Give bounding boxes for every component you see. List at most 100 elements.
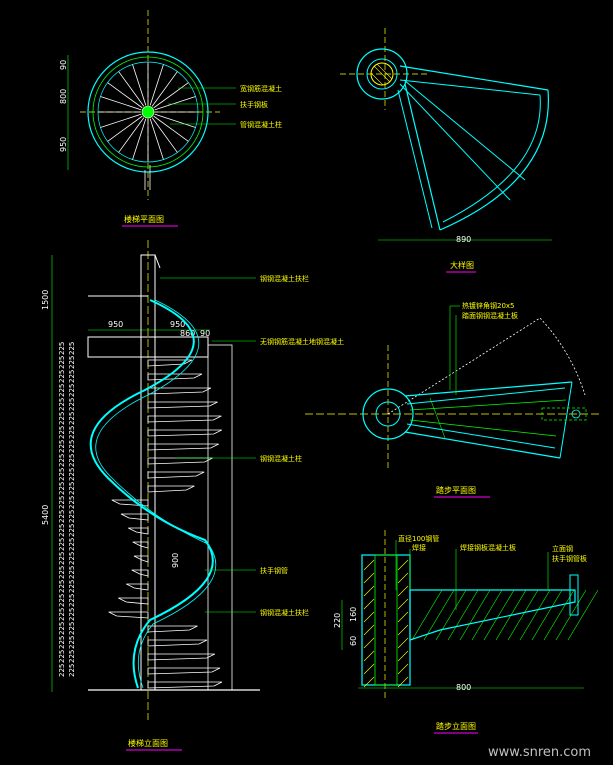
plan-tread-line <box>149 64 164 106</box>
section-dim-220: 220 <box>333 613 342 628</box>
riser-dim-label: 225 <box>58 356 66 369</box>
riser-dim-label: 225 <box>68 524 76 537</box>
section-label-2: 焊接 <box>412 543 426 552</box>
riser-dim-label: 225 <box>58 468 66 481</box>
elevation-tread <box>147 429 222 437</box>
column-hatch-line <box>397 559 409 571</box>
column-hatch-line <box>363 624 375 636</box>
hatch-line <box>543 589 575 641</box>
riser-dim-label: 225 <box>58 608 66 621</box>
section-label-1: 直径100钢管 <box>398 534 439 543</box>
step-plan-label-2: 踏面钢钢混凝土板 <box>462 311 518 320</box>
plan-tread-line <box>118 71 145 107</box>
column-hatch-line <box>397 585 409 597</box>
plan-tread-line <box>154 113 196 128</box>
elevation-tread <box>147 639 208 647</box>
section-dim-160: 160 <box>349 607 358 622</box>
riser-dim-label: 225 <box>58 636 66 649</box>
column-hatch-line <box>397 611 409 623</box>
watermark: www.snren.com <box>488 745 591 760</box>
plan-tread-line <box>151 117 178 153</box>
riser-dim-label: 225 <box>68 664 76 677</box>
riser-dim-label: 225 <box>68 454 76 467</box>
hatch-line <box>411 589 443 641</box>
column-hatch-line <box>397 637 409 649</box>
elev-top-dim-3: 860 <box>180 329 195 338</box>
column-hatch-line <box>397 650 409 662</box>
column-hatch-line <box>363 637 375 649</box>
riser-dim-label: 225 <box>68 538 76 551</box>
elevation-tread <box>147 471 205 479</box>
plan-dim-3: 950 <box>59 137 68 152</box>
plan-tread-line <box>132 64 147 106</box>
section-label-5: 扶手钢管板 <box>552 554 587 563</box>
big-view-title: 大样图 <box>450 260 474 270</box>
elev-dim-1500: 1500 <box>41 290 50 310</box>
riser-dim-label: 225 <box>58 566 66 579</box>
hatch-line <box>483 589 515 641</box>
step-plan-title: 踏步平面图 <box>436 485 476 495</box>
elevation-tread <box>132 541 149 549</box>
plan-tread-line <box>118 117 145 153</box>
elevation-tread <box>147 681 223 689</box>
riser-dim-label: 225 <box>58 580 66 593</box>
plan-tread-line <box>153 82 189 109</box>
riser-dim-label: 225 <box>58 370 66 383</box>
hatch-line <box>447 589 479 641</box>
elevation-tread <box>147 415 222 423</box>
hatch-line <box>567 589 599 641</box>
riser-dim-label: 225 <box>58 524 66 537</box>
plan-label-1: 宽钢筋混凝土 <box>240 84 282 93</box>
elevation-title: 楼梯立面图 <box>128 738 168 748</box>
plan-treads <box>98 62 198 162</box>
column-hatch-line <box>363 676 375 688</box>
elevation-tread <box>147 443 219 451</box>
riser-dim-label: 225 <box>68 636 76 649</box>
elevation-tread <box>147 653 215 661</box>
riser-dim-label: 225 <box>68 552 76 565</box>
riser-dim-label: 225 <box>58 342 66 355</box>
riser-dim-label: 225 <box>68 412 76 425</box>
plan-tread-line <box>107 82 143 109</box>
riser-dim-label: 225 <box>68 566 76 579</box>
plan-tread-line <box>100 113 142 128</box>
plan-dim-1: 90 <box>59 60 68 70</box>
plan-tread-line <box>107 115 143 142</box>
riser-dim-label: 225 <box>68 468 76 481</box>
plan-tread-line <box>132 118 147 160</box>
elevation-tread <box>147 625 198 633</box>
step-plan-label-1: 热镀锌角钢20x5 <box>462 301 515 310</box>
riser-dim-label: 225 <box>68 580 76 593</box>
column-hatch-line <box>363 611 375 623</box>
riser-dim-label: 225 <box>58 496 66 509</box>
column-hatch-line <box>397 624 409 636</box>
plan-dim-2: 800 <box>59 89 68 104</box>
riser-dim-label: 225 <box>58 412 66 425</box>
plan-tread-line <box>153 115 189 142</box>
elevation-tread <box>147 457 213 465</box>
hatch-line <box>531 589 563 641</box>
elevation-tread <box>126 583 149 591</box>
plan-label-3: 管钢混凝土柱 <box>240 120 282 129</box>
hatch-line <box>507 589 539 641</box>
section-dim-60: 60 <box>349 636 358 646</box>
riser-dim-label: 225 <box>58 594 66 607</box>
column-hatch-line <box>397 572 409 584</box>
big-view-dim: 890 <box>456 235 471 244</box>
elev-top-dim-2: 950 <box>170 320 185 329</box>
riser-dim-label: 225 <box>58 664 66 677</box>
elev-top-dim-1: 950 <box>108 320 123 329</box>
riser-dim-label: 225 <box>58 510 66 523</box>
step-section-title: 踏步立面图 <box>436 721 476 731</box>
section-hatch <box>363 559 599 688</box>
riser-dim-label: 225 <box>68 356 76 369</box>
column-hatch-line <box>363 663 375 675</box>
hatch-line <box>519 589 551 641</box>
elevation-tread <box>128 527 149 535</box>
column-hatch-line <box>363 572 375 584</box>
plan-tread-line <box>154 96 196 111</box>
riser-dim-label: 225 <box>58 440 66 453</box>
riser-dim-label: 225 <box>58 622 66 635</box>
elev-label-1: 钢钢混凝土扶栏 <box>260 274 309 283</box>
